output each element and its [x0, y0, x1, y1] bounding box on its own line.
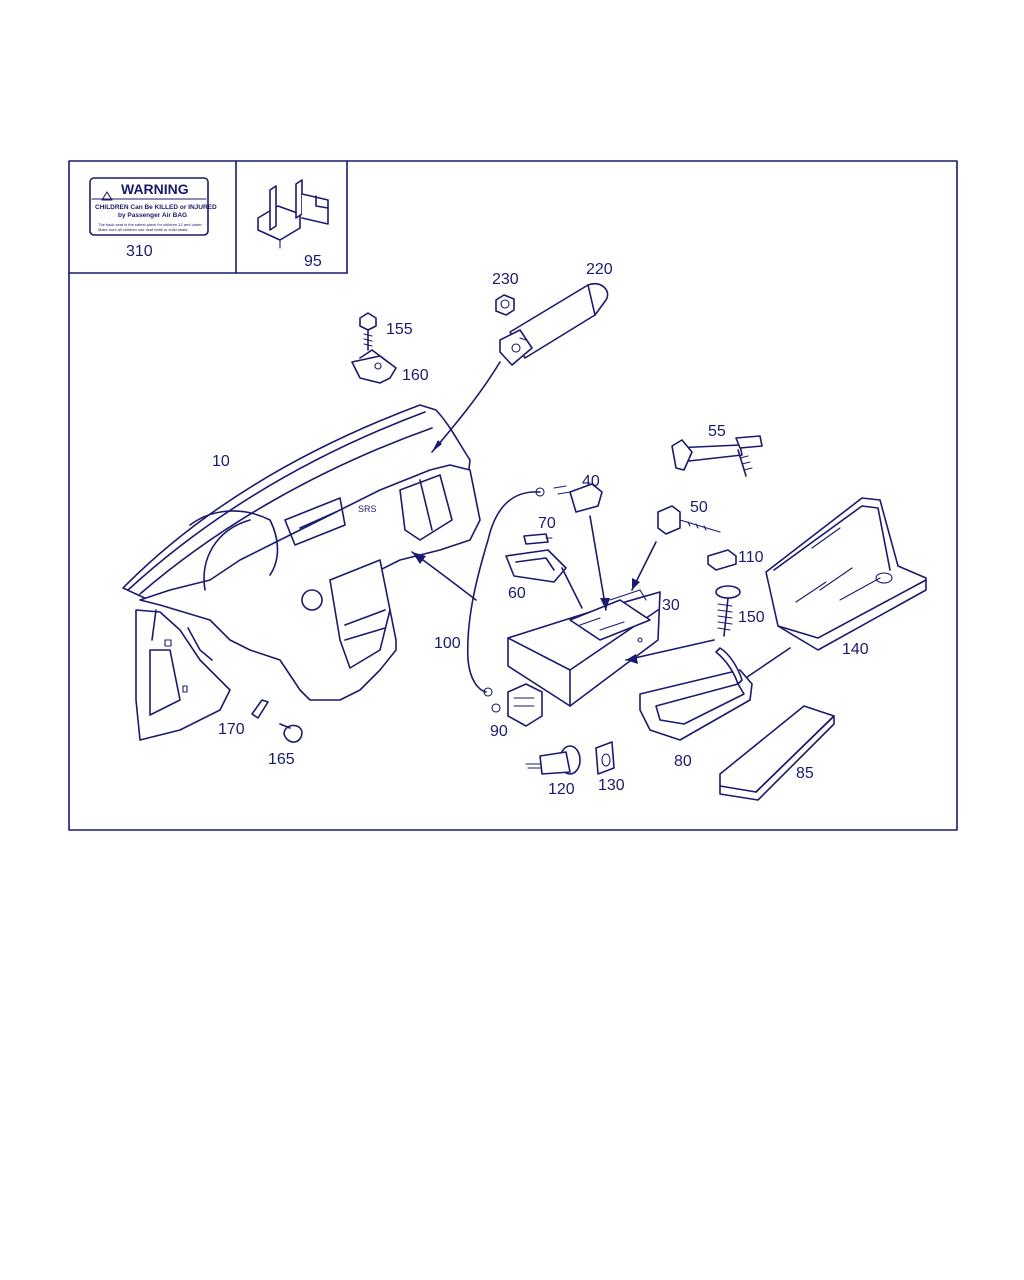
warning-line-2: by Passenger Air BAG	[118, 212, 187, 219]
callout-50: 50	[690, 499, 708, 516]
callout-10: 10	[212, 453, 230, 470]
callout-310: 310	[126, 243, 153, 260]
tray-140-drawing	[765, 497, 927, 651]
callout-100: 100	[434, 635, 461, 652]
dashboard-10-drawing: SRS	[122, 404, 481, 741]
callout-165: 165	[268, 751, 295, 768]
callout-30: 30	[662, 597, 680, 614]
lock-50-drawing	[657, 505, 721, 535]
callout-220: 220	[586, 261, 613, 278]
connector-40-drawing	[553, 483, 603, 513]
bracket-130-drawing	[595, 741, 615, 775]
callout-70: 70	[538, 515, 556, 532]
callout-95: 95	[304, 253, 322, 270]
callout-40: 40	[582, 473, 600, 490]
socket-120-drawing	[525, 745, 581, 775]
warning-title: WARNING	[121, 181, 189, 197]
svg-text:SRS: SRS	[358, 504, 377, 514]
callout-140: 140	[842, 641, 869, 658]
airbag-220-drawing	[499, 282, 609, 366]
callout-155: 155	[386, 321, 413, 338]
callout-230: 230	[492, 271, 519, 288]
leader-60	[561, 567, 583, 609]
diagram-frame	[68, 160, 958, 831]
lid-panel-85-drawing	[719, 705, 835, 801]
bracket-160-drawing	[351, 349, 397, 384]
callout-80: 80	[674, 753, 692, 770]
callout-55: 55	[708, 423, 726, 440]
callout-120: 120	[548, 781, 575, 798]
clip-95-drawing	[257, 179, 329, 249]
callout-90: 90	[490, 723, 508, 740]
callout-110: 110	[738, 549, 764, 566]
bulb-70-drawing	[523, 533, 553, 545]
warning-fine-print-2: Make sure all children use seat belts or…	[98, 227, 189, 232]
lid-frame-80-drawing	[639, 647, 753, 741]
warning-label: WARNING CHILDREN Can Be KILLED or INJURE…	[89, 177, 217, 236]
callout-170: 170	[218, 721, 245, 738]
nut-230-drawing	[495, 294, 515, 316]
clip-170-drawing	[251, 699, 269, 719]
switch-90-drawing	[491, 683, 543, 727]
callout-160: 160	[402, 367, 429, 384]
callout-85: 85	[796, 765, 814, 782]
leader-150	[625, 639, 715, 661]
fastener-165-drawing	[279, 723, 303, 743]
warning-fine-print-1: The back seat is the safest place for ch…	[98, 222, 203, 227]
screw-155-drawing	[359, 312, 377, 351]
plug-110-drawing	[707, 549, 737, 571]
cable-100	[466, 491, 541, 693]
glovebox-housing-30-drawing	[507, 589, 661, 707]
leader-40	[589, 515, 607, 611]
screw-150-drawing	[715, 585, 741, 637]
callout-150: 150	[738, 609, 765, 626]
lamp-60-drawing	[505, 549, 567, 583]
warning-line-1: CHILDREN Can Be KILLED or INJURED	[95, 204, 217, 211]
latch-55-drawing	[671, 435, 763, 477]
callout-60: 60	[508, 585, 526, 602]
callout-130: 130	[598, 777, 625, 794]
